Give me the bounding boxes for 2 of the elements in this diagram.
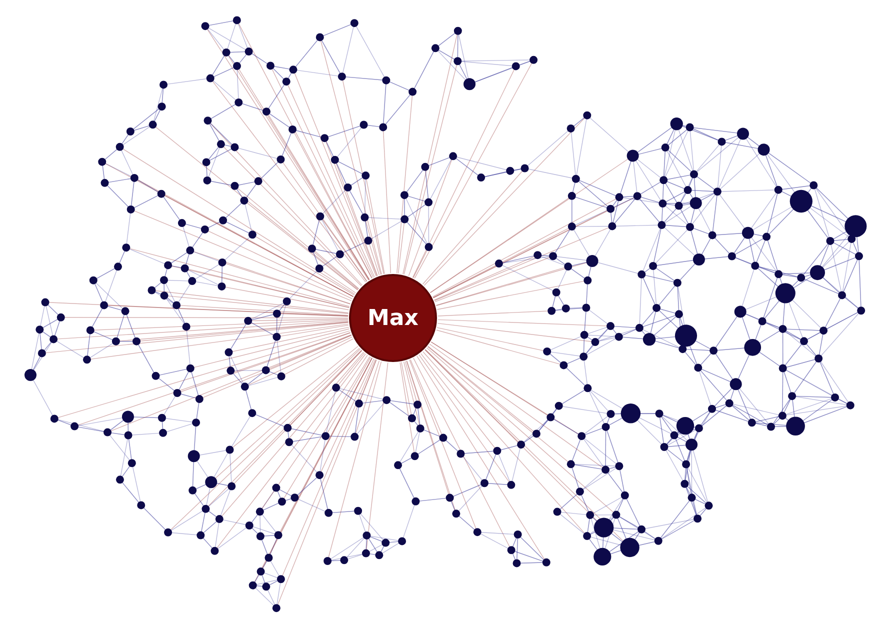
hub-circle	[351, 276, 435, 360]
node-label: Max	[368, 306, 418, 330]
